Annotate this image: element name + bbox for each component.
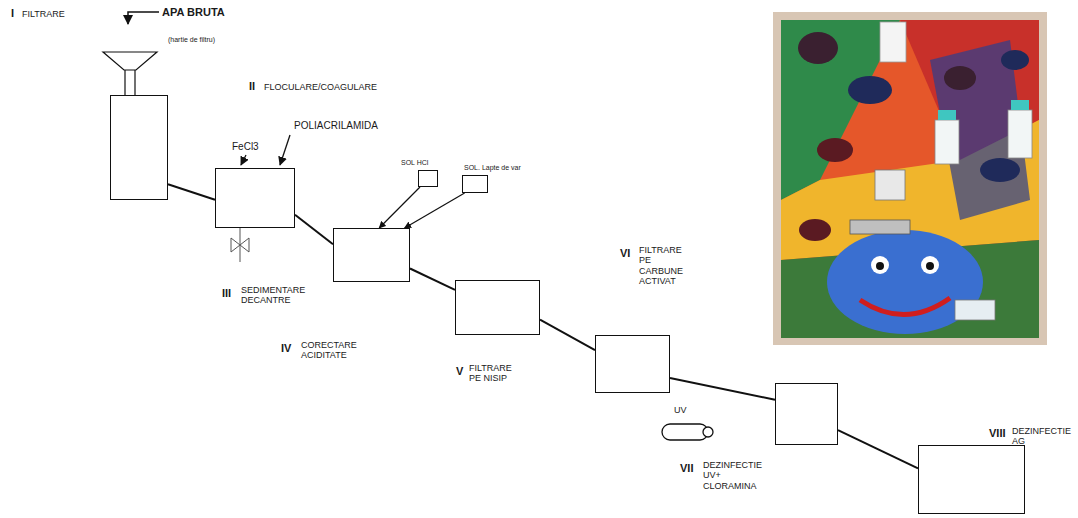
stage-label: SOL HCl: [401, 159, 428, 167]
pipe-line: [168, 184, 215, 200]
dosing-arrow: [241, 155, 246, 165]
stage-label: FILTRARE PE NISIP: [469, 363, 512, 384]
tank-box: VFILTRARE PE NISIP: [455, 280, 540, 335]
stage-number: IV: [281, 342, 291, 355]
stage-label: FLOCULARE/COAGULARE: [264, 82, 377, 92]
uv-lamp: [662, 424, 713, 440]
tank-box: IFILTRARE: [110, 95, 168, 200]
pipe-line: [410, 269, 455, 290]
annotation-label: (hartie de filtru): [168, 36, 215, 44]
stage-number: II: [249, 80, 255, 93]
stage-label: DEZINFECTIE UV+ CLORAMINA: [703, 460, 762, 491]
inlet-arrow: [128, 12, 159, 24]
dosing-arrow: [280, 135, 290, 165]
stage-label: DEZINFECTIE AG: [1012, 426, 1071, 447]
funnel-symbol: [103, 52, 157, 95]
pipe-line: [670, 378, 775, 400]
annotation-label: UV: [674, 405, 687, 415]
pipe-line: [540, 320, 595, 350]
stage-number: VI: [620, 247, 630, 260]
tank-box: VIFILTRARE PE CARBUNE ACTIVAT: [595, 335, 670, 393]
dosing-line: [379, 187, 420, 228]
stage-label: CORECTARE ACIDITATE: [301, 340, 357, 361]
stage-label: SOL. Lapte de var: [464, 164, 521, 172]
reagent-box: SOL. Lapte de var: [462, 175, 488, 193]
stage-number: VII: [680, 462, 693, 475]
model-photo: [773, 12, 1047, 345]
pipe-line: [295, 215, 333, 244]
stage-number: III: [222, 287, 231, 300]
tank-box: VIIIDEZINFECTIE AG: [918, 445, 1025, 514]
annotation-label: APA BRUTA: [162, 6, 225, 19]
pipe-line: [838, 430, 918, 468]
valve-symbol: [231, 228, 249, 262]
tank-box: IIFLOCULARE/COAGULAREIIISEDIMENTARE DECA…: [215, 168, 295, 228]
annotation-label: POLIACRILAMIDA: [294, 120, 378, 132]
tank-box: VIIDEZINFECTIE UV+ CLORAMINA: [775, 383, 838, 445]
tank-box: IVCORECTARE ACIDITATE: [333, 228, 410, 282]
dosing-line: [405, 193, 465, 228]
stage-number: I: [11, 7, 14, 20]
annotation-label: FeCl3: [232, 141, 259, 153]
reagent-box: SOL HCl: [418, 170, 438, 187]
stage-number: V: [456, 365, 463, 378]
stage-label: FILTRARE PE CARBUNE ACTIVAT: [639, 245, 683, 286]
stage-number: VIII: [989, 427, 1006, 440]
stage-label: SEDIMENTARE DECANTRE: [241, 285, 305, 306]
stage-label: FILTRARE: [22, 9, 65, 19]
